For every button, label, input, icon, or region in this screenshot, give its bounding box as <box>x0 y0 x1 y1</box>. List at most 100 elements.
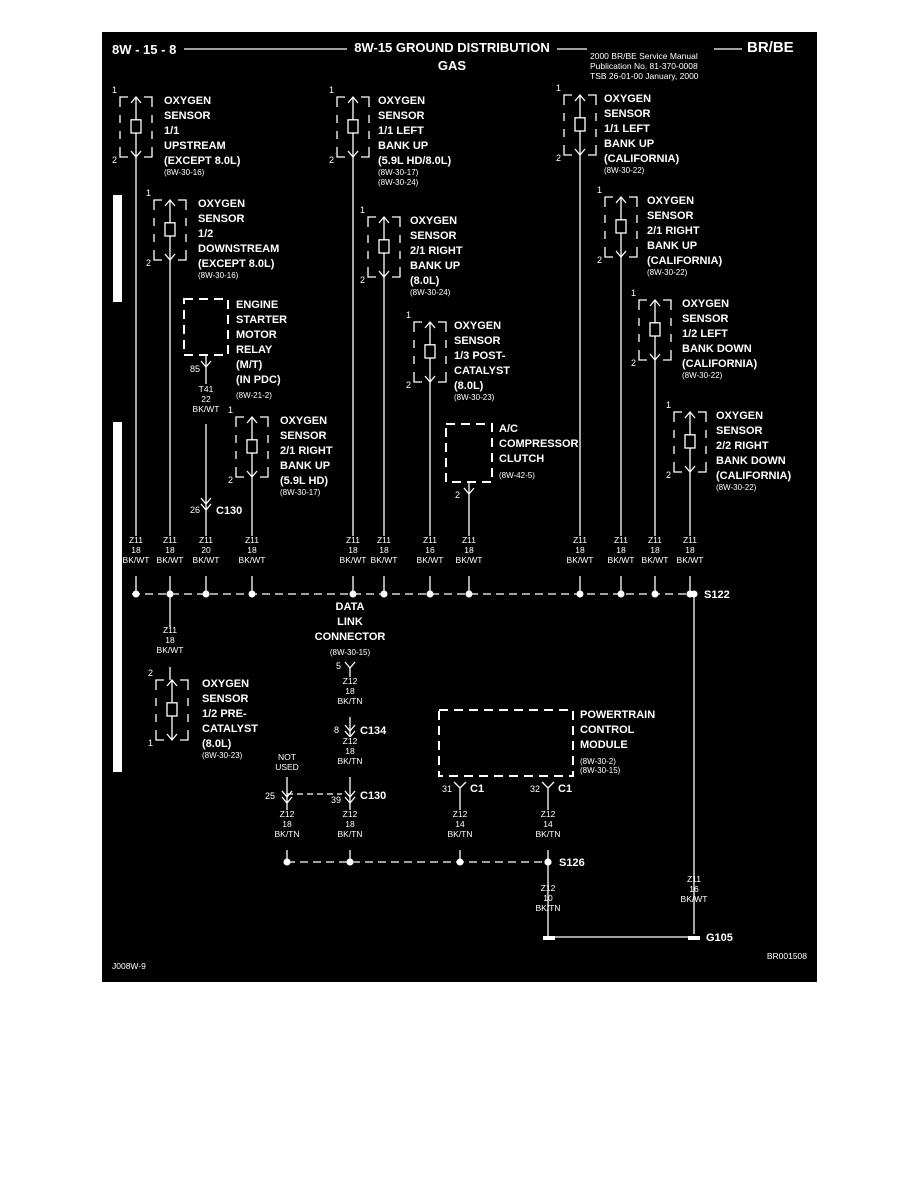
component-label: RELAY <box>236 344 273 356</box>
connector-c1-label: C1 <box>470 783 484 795</box>
component-label: (8.0L) <box>202 738 232 750</box>
pin-number: 32 <box>530 784 540 794</box>
wire-color: BK/WT <box>371 555 398 565</box>
not-used-label: NOT <box>278 752 296 762</box>
wire-color: BK/WT <box>193 404 220 414</box>
component-label: OXYGEN <box>164 95 211 107</box>
wire-gauge: 18 <box>348 545 358 555</box>
wire-circuit: Z12 <box>343 809 358 819</box>
component-label: SENSOR <box>454 335 501 347</box>
wire-circuit: Z12 <box>541 809 556 819</box>
component-label: BANK DOWN <box>682 343 752 355</box>
wire-circuit: Z11 <box>423 535 437 545</box>
wire-circuit: Z11 <box>199 535 213 545</box>
component-label: COMPRESSOR <box>499 438 579 450</box>
sensor-element-icon <box>424 344 436 359</box>
circuit-ref: (8W-30-16) <box>164 168 205 177</box>
ground-symbol-left <box>543 936 555 940</box>
wire-circuit: Z11 <box>648 535 662 545</box>
connector-chevron-icon <box>541 781 555 789</box>
component-label: (EXCEPT 8.0L) <box>164 155 241 167</box>
wire-gauge: 18 <box>345 819 355 829</box>
wire-circuit: Z12 <box>343 676 358 686</box>
pin-number: 39 <box>331 795 341 805</box>
component-label: OXYGEN <box>280 415 327 427</box>
wire-color: BK/WT <box>642 555 669 565</box>
wire-gauge: 18 <box>464 545 474 555</box>
connector-chevron-icon <box>344 724 356 733</box>
wire-circuit: Z11 <box>346 535 360 545</box>
circuit-ref: (8W-30-22) <box>716 483 757 492</box>
wire-gauge: 18 <box>345 746 355 756</box>
pin-number: 2 <box>112 155 117 165</box>
component-label: BANK DOWN <box>716 455 786 467</box>
splice-s126-label: S126 <box>559 857 585 869</box>
pin-number: 8 <box>334 725 339 735</box>
page-number: 8W - 15 - 8 <box>112 42 176 57</box>
component-label: STARTER <box>236 314 287 326</box>
connector-chevron-icon <box>453 781 467 789</box>
page-subtitle: GAS <box>438 58 467 73</box>
component-label: MODULE <box>580 739 628 751</box>
circuit-ref: (8W-30-24) <box>378 178 419 187</box>
wire-circuit: Z11 <box>614 535 628 545</box>
wire-circuit: Z11 <box>245 535 259 545</box>
component-label: CONNECTOR <box>315 631 386 643</box>
wire-gauge: 18 <box>247 545 257 555</box>
footer-left: J008W-9 <box>112 961 146 971</box>
pin-number: 5 <box>336 661 341 671</box>
pin-number: 1 <box>112 85 117 95</box>
wire-color: BK/WT <box>157 645 184 655</box>
model-code: BR/BE <box>747 39 794 56</box>
wire-gauge: 22 <box>201 394 211 404</box>
component-label: (CALIFORNIA) <box>647 255 722 267</box>
wire-circuit: Z12 <box>280 809 295 819</box>
component-label: UPSTREAM <box>164 140 226 152</box>
pin-number: 25 <box>265 791 275 801</box>
pin-number: 1 <box>406 310 411 320</box>
wire-color: BK/WT <box>567 555 594 565</box>
footer-right: BR001508 <box>767 951 807 961</box>
wire-gauge: 18 <box>575 545 585 555</box>
component-label: 2/1 RIGHT <box>647 225 700 237</box>
sensor-element-icon <box>615 219 627 234</box>
tsb-date: TSB 26-01-00 January, 2000 <box>590 71 699 81</box>
component-label: 1/1 LEFT <box>378 125 424 137</box>
wire-color: BK/TN <box>447 829 472 839</box>
component-label: POWERTRAIN <box>580 709 655 721</box>
component-label: 1/2 <box>198 228 213 240</box>
connector-c130-label: C130 <box>216 505 242 517</box>
sensor-element-icon <box>164 222 176 237</box>
splice-node <box>426 590 434 598</box>
pin-number: 1 <box>148 738 153 748</box>
wire-gauge: 18 <box>131 545 141 555</box>
component-label: (8.0L) <box>410 275 440 287</box>
circuit-ref: (8W-30-24) <box>410 288 451 297</box>
wire-color: BK/WT <box>340 555 367 565</box>
sensor-element-icon <box>166 702 178 717</box>
pin-number: 2 <box>329 155 334 165</box>
pin-number: 1 <box>556 83 561 93</box>
pin-number: 26 <box>190 505 200 515</box>
circuit-ref: (8W-30-22) <box>604 166 645 175</box>
pin-number: 1 <box>228 405 233 415</box>
